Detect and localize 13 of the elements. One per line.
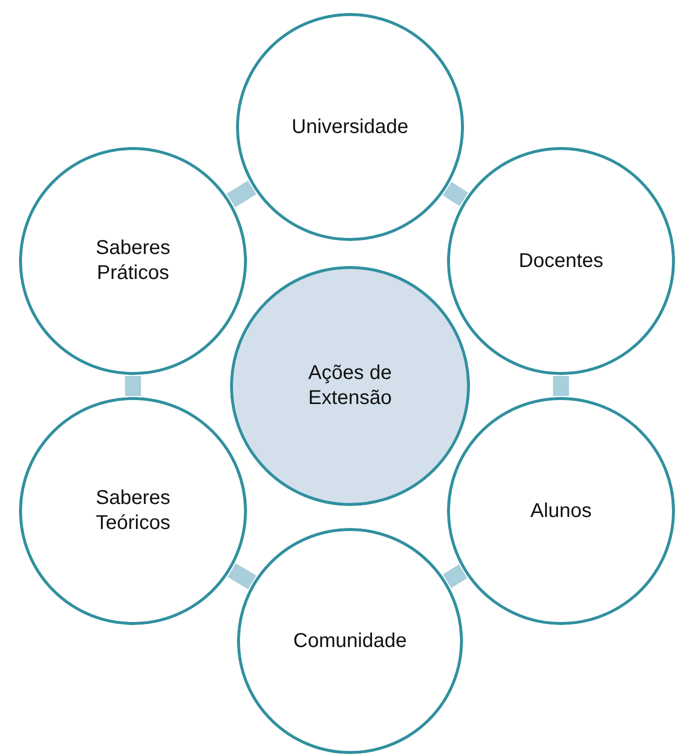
connector-bar <box>228 563 256 590</box>
circle-label: Alunos <box>530 498 592 524</box>
connector-bar <box>442 564 468 588</box>
circle-label: Comunidade <box>293 628 407 654</box>
circle-label: Docentes <box>518 248 604 274</box>
connector-bar <box>442 182 468 206</box>
connector-bar <box>125 376 141 396</box>
circle-label: Ações de Extensão <box>307 361 393 411</box>
connector-bar <box>553 376 569 396</box>
circle-label: Saberes Práticos <box>94 236 172 286</box>
connector-bar <box>226 180 256 208</box>
circle-label: Saberes Teóricos <box>94 486 172 536</box>
circle-label: Universidade <box>292 114 408 140</box>
